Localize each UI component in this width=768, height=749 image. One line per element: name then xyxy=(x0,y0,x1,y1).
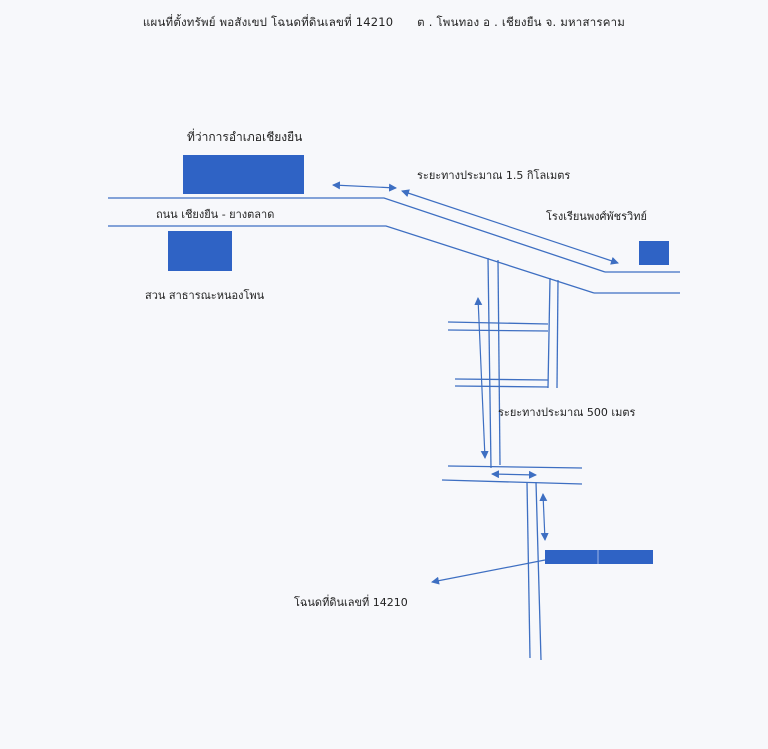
side-road-branch-edge-2 xyxy=(556,279,559,389)
cross-street-2b xyxy=(454,385,549,388)
title-deed-parcel xyxy=(545,550,653,564)
distance-2-label: ระยะทางประมาณ 500 เมตร xyxy=(498,406,636,419)
main-road-label: ถนน เชียงยืน - ยางตลาด xyxy=(156,208,275,221)
district-office-label: ที่ว่าการอำเภอเชียงยืน xyxy=(187,130,303,144)
side-road-branch-edge xyxy=(547,277,551,389)
arrow-office-to-road xyxy=(332,181,397,192)
title-main: แผนที่ตั้งทรัพย์ พอสังเขป โฉนดที่ดินเลขท… xyxy=(142,15,394,29)
distance-1-label: ระยะทางประมาณ 1.5 กิโลเมตร xyxy=(417,169,571,182)
junction-road-lower xyxy=(441,479,583,485)
arrow-junction-horizontal xyxy=(491,470,537,479)
main-road-lower-edge xyxy=(108,225,595,294)
arrow-parcel-to-label xyxy=(431,559,546,585)
district-office-building xyxy=(183,155,304,194)
side-road-east-edge xyxy=(497,259,501,466)
cross-street-1b xyxy=(447,329,549,332)
arrow-vertical-500m xyxy=(474,297,489,459)
park-area xyxy=(168,231,232,271)
south-road-east-edge xyxy=(535,481,542,661)
arrow-diagonal-1-5km xyxy=(401,189,619,265)
map-title: แผนที่ตั้งทรัพย์ พอสังเขป โฉนดที่ดินเลขท… xyxy=(0,14,768,32)
distance-arrows xyxy=(332,181,619,585)
park-label: สวน สาธารณะหนองโพน xyxy=(145,289,265,302)
south-road-west-edge xyxy=(526,481,531,659)
side-road-west-edge xyxy=(487,257,492,469)
school-building xyxy=(639,241,669,265)
cross-street-2a xyxy=(454,378,549,381)
arrow-junction-to-parcel xyxy=(539,493,549,541)
junction-road-upper xyxy=(447,465,583,469)
cross-street-1a xyxy=(447,321,549,325)
title-location: ต . โพนทอง อ . เชียงยืน จ. มหาสารคาม xyxy=(417,15,626,29)
side-road xyxy=(441,257,583,661)
school-label: โรงเรียนพงศ์พัชรวิทย์ xyxy=(546,210,647,223)
title-deed-label: โฉนดที่ดินเลขที่ 14210 xyxy=(294,596,408,609)
